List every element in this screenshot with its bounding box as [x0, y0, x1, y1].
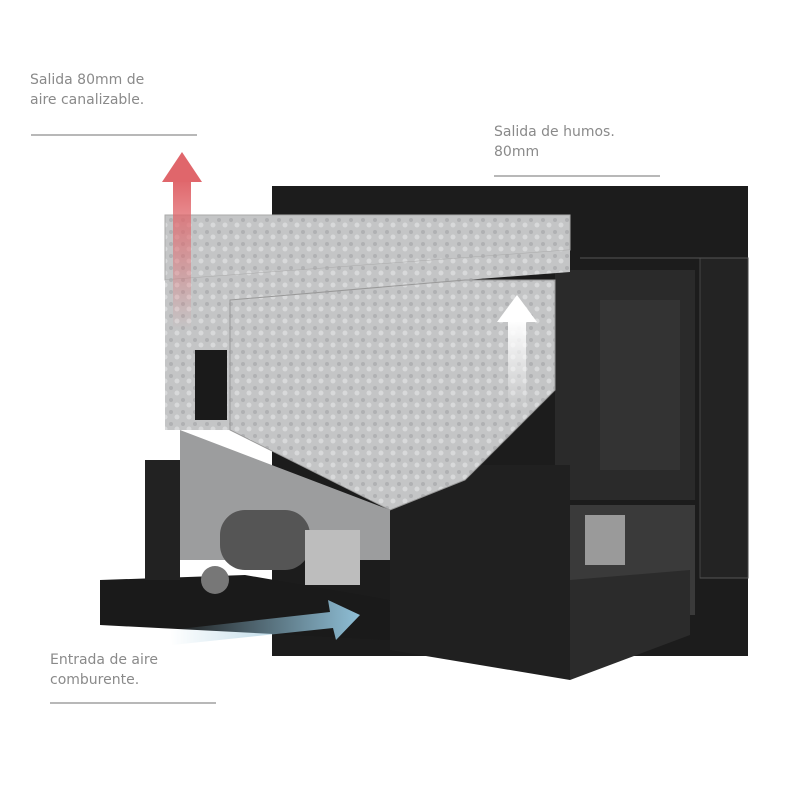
air-inlet-arrow: [170, 600, 360, 645]
air-inlet-label-line1: Entrada de aire: [50, 652, 158, 668]
air-outlet-label-line1: Salida 80mm de: [30, 72, 145, 88]
hot-air-arrow: [162, 152, 202, 330]
smoke-outlet-label: Salida de humos. 80mm: [494, 122, 615, 162]
motor: [201, 510, 360, 594]
air-inlet-rule: [50, 702, 216, 704]
air-inlet-label: Entrada de aire comburente.: [50, 650, 158, 690]
smoke-outlet-label-line1: Salida de humos.: [494, 124, 615, 140]
smoke-outlet-rule: [494, 175, 660, 177]
air-inlet-label-line2: comburente.: [50, 672, 140, 688]
air-outlet-rule: [31, 134, 197, 136]
pellet-hopper: [164, 214, 571, 560]
internal-mechanism: [555, 270, 695, 615]
smoke-arrow: [497, 295, 537, 410]
air-outlet-label: Salida 80mm de aire canalizable.: [30, 70, 144, 110]
air-outlet-label-line2: aire canalizable.: [30, 92, 145, 108]
smoke-outlet-label-line2: 80mm: [494, 144, 540, 160]
